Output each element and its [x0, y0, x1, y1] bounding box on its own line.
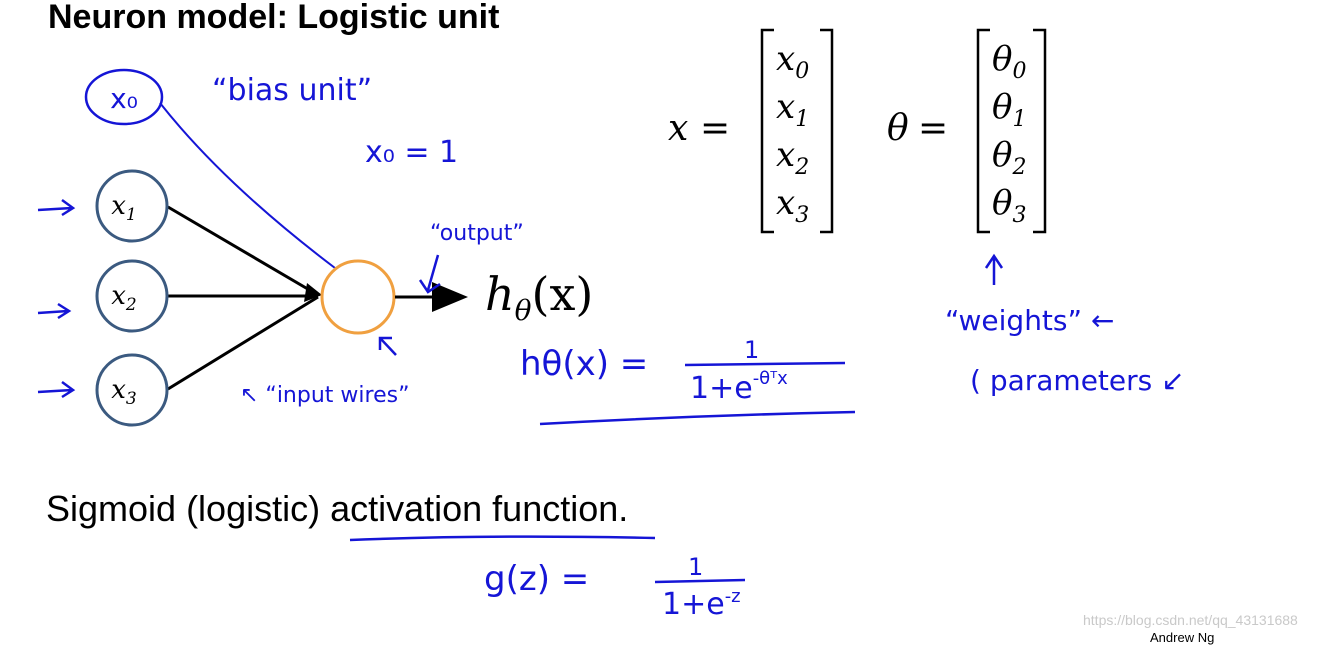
parameters-annotation: ( parameters ↙: [970, 364, 1185, 397]
watermark-url: https://blog.csdn.net/qq_43131688: [1083, 612, 1298, 628]
sigmoid-underlined-term: activation function: [330, 488, 619, 529]
input-node-2-label: x2: [111, 281, 137, 315]
theta-vector-symbol: θ: [887, 108, 909, 149]
theta-vector-entry: θ0: [992, 39, 1026, 84]
activation-function-underline: [349, 535, 656, 542]
theta-vector-right-bracket: [1033, 28, 1047, 234]
input-wire-1: [167, 205, 319, 297]
bias-wire: [159, 102, 336, 269]
sigmoid-description: Sigmoid (logistic) activation function.: [46, 488, 628, 530]
g-formula-fraction-bar: [654, 578, 746, 584]
theta-vector-entries: θ0 θ1 θ2 θ3: [992, 39, 1026, 228]
input-wires-annotation: ↖ “input wires”: [240, 383, 409, 408]
h-formula-denominator: 1+e-θᵀx: [690, 368, 788, 406]
bias-node-label: x₀: [110, 82, 138, 115]
x-vector-entry: x3: [776, 183, 809, 228]
input-wire-3: [167, 295, 319, 391]
weights-annotation: “weights” ←: [945, 304, 1114, 337]
x-vector-entry: x1: [776, 87, 809, 132]
input-pointer-arrows: [37, 198, 76, 399]
x-vector-symbol: x: [668, 108, 688, 149]
x0-equals-one: x₀ = 1: [365, 135, 458, 170]
input-node-2: [95, 259, 169, 333]
x-vector-left-bracket: [760, 28, 774, 234]
theta-vector-equals: =: [918, 108, 948, 149]
h-formula-fraction-bar: [684, 361, 846, 367]
input-node-1-label: x1: [111, 191, 137, 225]
input-arrowhead: [304, 283, 322, 302]
x-vector-entry: x2: [776, 135, 809, 180]
author-credit: Andrew Ng: [1150, 630, 1215, 645]
output-label: hθ(x): [485, 267, 593, 327]
output-node: [320, 259, 396, 335]
x-vector-entries: x0 x1 x2 x3: [776, 39, 809, 228]
theta-vector-entry: θ1: [992, 87, 1026, 132]
x-vector-equals: =: [700, 108, 730, 149]
x-vector-right-bracket: [820, 28, 834, 234]
g-formula-numerator: 1: [688, 553, 703, 581]
weights-pointer-arrow: [984, 253, 1004, 285]
slide-title: Neuron model: Logistic unit: [48, 0, 500, 36]
theta-vector-entry: θ3: [992, 183, 1026, 228]
g-formula-denominator: 1+e-z: [662, 586, 741, 622]
output-annotation: “output”: [430, 221, 524, 246]
input-node-3: [95, 353, 169, 427]
theta-vector-entry: θ2: [992, 135, 1026, 180]
h-formula-numerator: 1: [744, 336, 759, 364]
input-node-1: [95, 169, 169, 243]
h-formula-underline: [539, 410, 856, 426]
g-formula-lhs: g(z) =: [484, 559, 589, 599]
output-node-pointer-arrow: [378, 336, 397, 356]
h-formula-lhs: hθ(x) =: [520, 344, 648, 384]
sigmoid-prefix: Sigmoid (logistic): [46, 488, 331, 529]
bias-unit-annotation: “bias unit”: [212, 73, 372, 108]
input-node-3-label: x3: [111, 375, 137, 409]
bias-node: [84, 68, 164, 126]
x-vector-entry: x0: [776, 39, 809, 84]
output-pointer-arrow: [418, 254, 441, 294]
sigmoid-suffix: .: [618, 488, 629, 529]
theta-vector-left-bracket: [976, 28, 990, 234]
